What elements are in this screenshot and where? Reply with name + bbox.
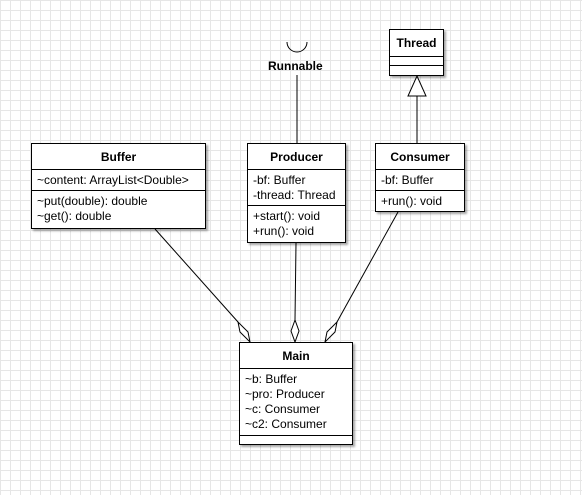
class-main[interactable]: Main ~b: Buffer ~pro: Producer ~c: Consu…	[239, 342, 353, 445]
class-method: ~get(): double	[37, 209, 112, 223]
class-method: +start(): void	[253, 209, 321, 223]
class-methods-section	[390, 66, 443, 75]
class-name: Thread	[390, 30, 443, 57]
runnable-interface-socket[interactable]	[286, 41, 308, 53]
class-methods-section	[240, 436, 352, 444]
class-name: Consumer	[376, 144, 464, 170]
class-producer[interactable]: Producer -bf: Buffer -thread: Thread +st…	[247, 143, 346, 243]
runnable-interface-label: Runnable	[268, 59, 323, 73]
class-consumer[interactable]: Consumer -bf: Buffer +run(): void	[375, 143, 465, 212]
class-attribute: ~pro: Producer	[245, 387, 325, 401]
consumer-main-aggregation-line[interactable]	[336, 211, 399, 323]
class-method: +run(): void	[253, 224, 315, 238]
generalization-arrowhead	[407, 74, 427, 97]
class-attributes-section: -bf: Buffer	[376, 170, 464, 191]
aggregation-diamond	[324, 320, 338, 344]
class-name: Producer	[248, 144, 345, 170]
class-thread[interactable]: Thread	[389, 29, 444, 76]
class-name: Main	[240, 343, 352, 369]
class-buffer[interactable]: Buffer ~content: ArrayList<Double> ~put(…	[31, 143, 206, 229]
class-attribute: ~content: ArrayList<Double>	[37, 173, 189, 187]
aggregation-diamond	[290, 318, 300, 344]
class-attributes-section: -bf: Buffer -thread: Thread	[248, 170, 345, 206]
class-methods-section: ~put(double): double ~get(): double	[32, 191, 205, 226]
aggregation-diamond	[237, 320, 251, 344]
class-attributes-section	[390, 57, 443, 66]
class-attribute: ~c2: Consumer	[245, 417, 327, 431]
class-method: ~put(double): double	[37, 194, 148, 208]
class-methods-section: +start(): void +run(): void	[248, 206, 345, 241]
buffer-main-aggregation-line[interactable]	[154, 228, 239, 323]
class-attribute: ~b: Buffer	[245, 372, 298, 386]
class-method: +run(): void	[381, 194, 443, 208]
producer-main-aggregation-line[interactable]	[294, 242, 297, 321]
class-name: Buffer	[32, 144, 205, 170]
class-attribute: -bf: Buffer	[253, 173, 306, 187]
class-attribute: ~c: Consumer	[245, 402, 321, 416]
class-attribute: -bf: Buffer	[381, 173, 434, 187]
class-attribute: -thread: Thread	[253, 188, 336, 202]
class-methods-section: +run(): void	[376, 191, 464, 211]
class-attributes-section: ~content: ArrayList<Double>	[32, 170, 205, 191]
class-attributes-section: ~b: Buffer ~pro: Producer ~c: Consumer ~…	[240, 369, 352, 436]
